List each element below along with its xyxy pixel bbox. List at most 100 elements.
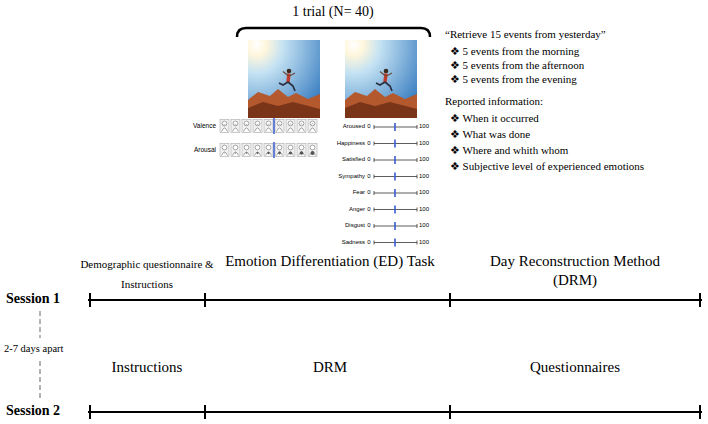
icon-body	[222, 152, 228, 156]
sam-icon	[242, 144, 251, 157]
timeline-tick	[449, 293, 451, 307]
icon-frame	[308, 120, 317, 133]
icon-mouth	[312, 123, 314, 125]
sam-icon	[286, 144, 295, 157]
icon-burst	[246, 152, 248, 154]
icon-frame	[286, 120, 295, 133]
sam-icon	[264, 144, 273, 157]
icon-head	[244, 121, 249, 126]
rating-marker	[394, 156, 396, 164]
slider-scale	[374, 222, 417, 230]
sam-icon	[220, 120, 229, 133]
icon-head	[288, 145, 293, 150]
sam-icon	[231, 120, 240, 133]
scale-min: 0	[366, 140, 372, 147]
icon-head	[277, 145, 282, 150]
phase-label: Emotion Differentiation (ED) Task	[210, 252, 450, 270]
emotion-label: Anger	[315, 206, 365, 213]
icon-head	[288, 121, 293, 126]
icon-frame	[231, 144, 240, 157]
icon-mouth	[257, 124, 259, 125]
sam-icon	[275, 144, 284, 157]
slider-scale	[374, 123, 417, 131]
timeline-axis	[88, 299, 702, 301]
icon-head	[266, 121, 271, 126]
scale-max: 100	[419, 156, 435, 163]
sam-icon	[264, 120, 273, 133]
sam-scale-label: Valence	[170, 122, 216, 130]
icon-frame	[242, 120, 251, 133]
rating-marker	[394, 189, 396, 197]
trial-bracket	[237, 28, 430, 37]
instruction-heading: Reported information:	[445, 95, 543, 108]
rating-marker	[394, 140, 396, 148]
bullet-item: ❖ 5 events from the afternoon	[450, 59, 584, 72]
scale-min: 0	[366, 206, 372, 213]
icon-body	[222, 128, 228, 132]
slider-scale	[374, 140, 417, 148]
slider-end	[374, 125, 375, 129]
bullet-item: ❖ Subjective level of experienced emotio…	[450, 160, 644, 173]
instruction-heading: “Retrieve 15 events from yesterday”	[445, 28, 606, 41]
phase-label: DRM	[230, 358, 430, 376]
slider-end	[374, 175, 375, 179]
sam-icon	[231, 144, 240, 157]
scale-max: 100	[419, 123, 435, 130]
sam-icon	[220, 144, 229, 157]
icon-mouth	[290, 123, 292, 124]
bullet-item: ❖ Where and whith whom	[450, 144, 568, 157]
rating-marker	[394, 123, 396, 131]
icon-frame	[297, 144, 306, 157]
icon-frame	[253, 144, 262, 157]
icon-body	[266, 152, 272, 156]
icon-frame	[220, 120, 229, 133]
slider-end	[417, 142, 418, 146]
icon-head	[233, 145, 238, 150]
slider-scale	[374, 206, 417, 214]
icon-frame	[231, 120, 240, 133]
icon-mouth	[235, 124, 237, 126]
slider-end	[374, 158, 375, 162]
scale-max: 100	[419, 173, 435, 180]
icon-burst	[235, 152, 236, 153]
bullet-item: ❖ When it occurred	[450, 112, 539, 125]
rating-marker	[394, 239, 396, 247]
sam-icon	[253, 120, 262, 133]
icon-frame	[264, 144, 273, 157]
icon-mouth	[279, 124, 281, 125]
bullet-item: ❖ What was done	[450, 128, 530, 141]
phase-label: Demographic questionnaire & Instructions	[77, 254, 217, 294]
timeline-tick	[204, 405, 206, 419]
rating-marker	[394, 206, 396, 214]
icon-burst	[278, 152, 281, 155]
icon-head	[222, 145, 227, 150]
timeline-tick	[89, 405, 91, 419]
icon-burst	[311, 151, 315, 155]
emotion-label: Satisfied	[315, 156, 365, 163]
icon-burst	[300, 151, 304, 155]
session-label: Session 1	[6, 291, 60, 308]
phase-label: Day Reconstruction Method (DRM)	[480, 252, 670, 290]
sam-icon	[242, 120, 251, 133]
slider-scale	[374, 156, 417, 164]
icon-body	[255, 128, 261, 132]
slider-end	[417, 125, 418, 129]
icon-body	[288, 152, 294, 156]
icon-head	[299, 145, 304, 150]
sam-icon	[297, 144, 306, 157]
icon-burst	[257, 152, 259, 154]
timeline-axis	[88, 411, 702, 413]
slider-end	[374, 191, 375, 195]
scale-min: 0	[366, 222, 372, 229]
icon-burst	[289, 151, 292, 154]
slider-end	[417, 208, 418, 212]
icon-body	[299, 152, 305, 156]
sam-icon	[308, 120, 317, 133]
rating-marker	[394, 173, 396, 181]
icon-head	[244, 145, 249, 150]
sam-icon	[308, 144, 317, 157]
icon-frame	[275, 144, 284, 157]
slider-end	[417, 175, 418, 179]
session-label: Session 2	[6, 403, 60, 420]
icon-head	[310, 145, 315, 150]
